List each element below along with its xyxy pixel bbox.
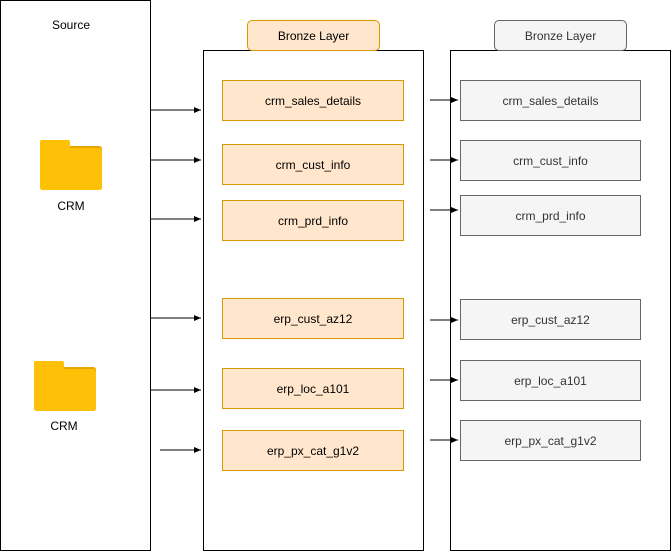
bronze-table: erp_px_cat_g1v2 bbox=[222, 430, 404, 471]
source-panel bbox=[0, 0, 151, 551]
folder-icon bbox=[40, 140, 102, 195]
bronze-table: erp_loc_a101 bbox=[222, 368, 404, 409]
bronze-table: crm_prd_info bbox=[222, 200, 404, 241]
bronze-table: erp_cust_az12 bbox=[222, 298, 404, 339]
bronze-2-table: erp_loc_a101 bbox=[460, 360, 641, 401]
folder-icon bbox=[34, 361, 96, 416]
bronze-table: crm_sales_details bbox=[222, 80, 404, 121]
source-title: Source bbox=[52, 18, 91, 32]
bronze-2-table: crm_cust_info bbox=[460, 140, 641, 181]
bronze-layer-header: Bronze Layer bbox=[247, 20, 380, 51]
folder-label: CRM bbox=[57, 199, 85, 213]
bronze-2-table: crm_sales_details bbox=[460, 80, 641, 121]
bronze-2-table: crm_prd_info bbox=[460, 195, 641, 236]
folder-label: CRM bbox=[50, 419, 78, 433]
bronze-layer-2-header: Bronze Layer bbox=[494, 20, 627, 51]
bronze-table: crm_cust_info bbox=[222, 144, 404, 185]
bronze-2-table: erp_cust_az12 bbox=[460, 299, 641, 340]
bronze-2-table: erp_px_cat_g1v2 bbox=[460, 420, 641, 461]
